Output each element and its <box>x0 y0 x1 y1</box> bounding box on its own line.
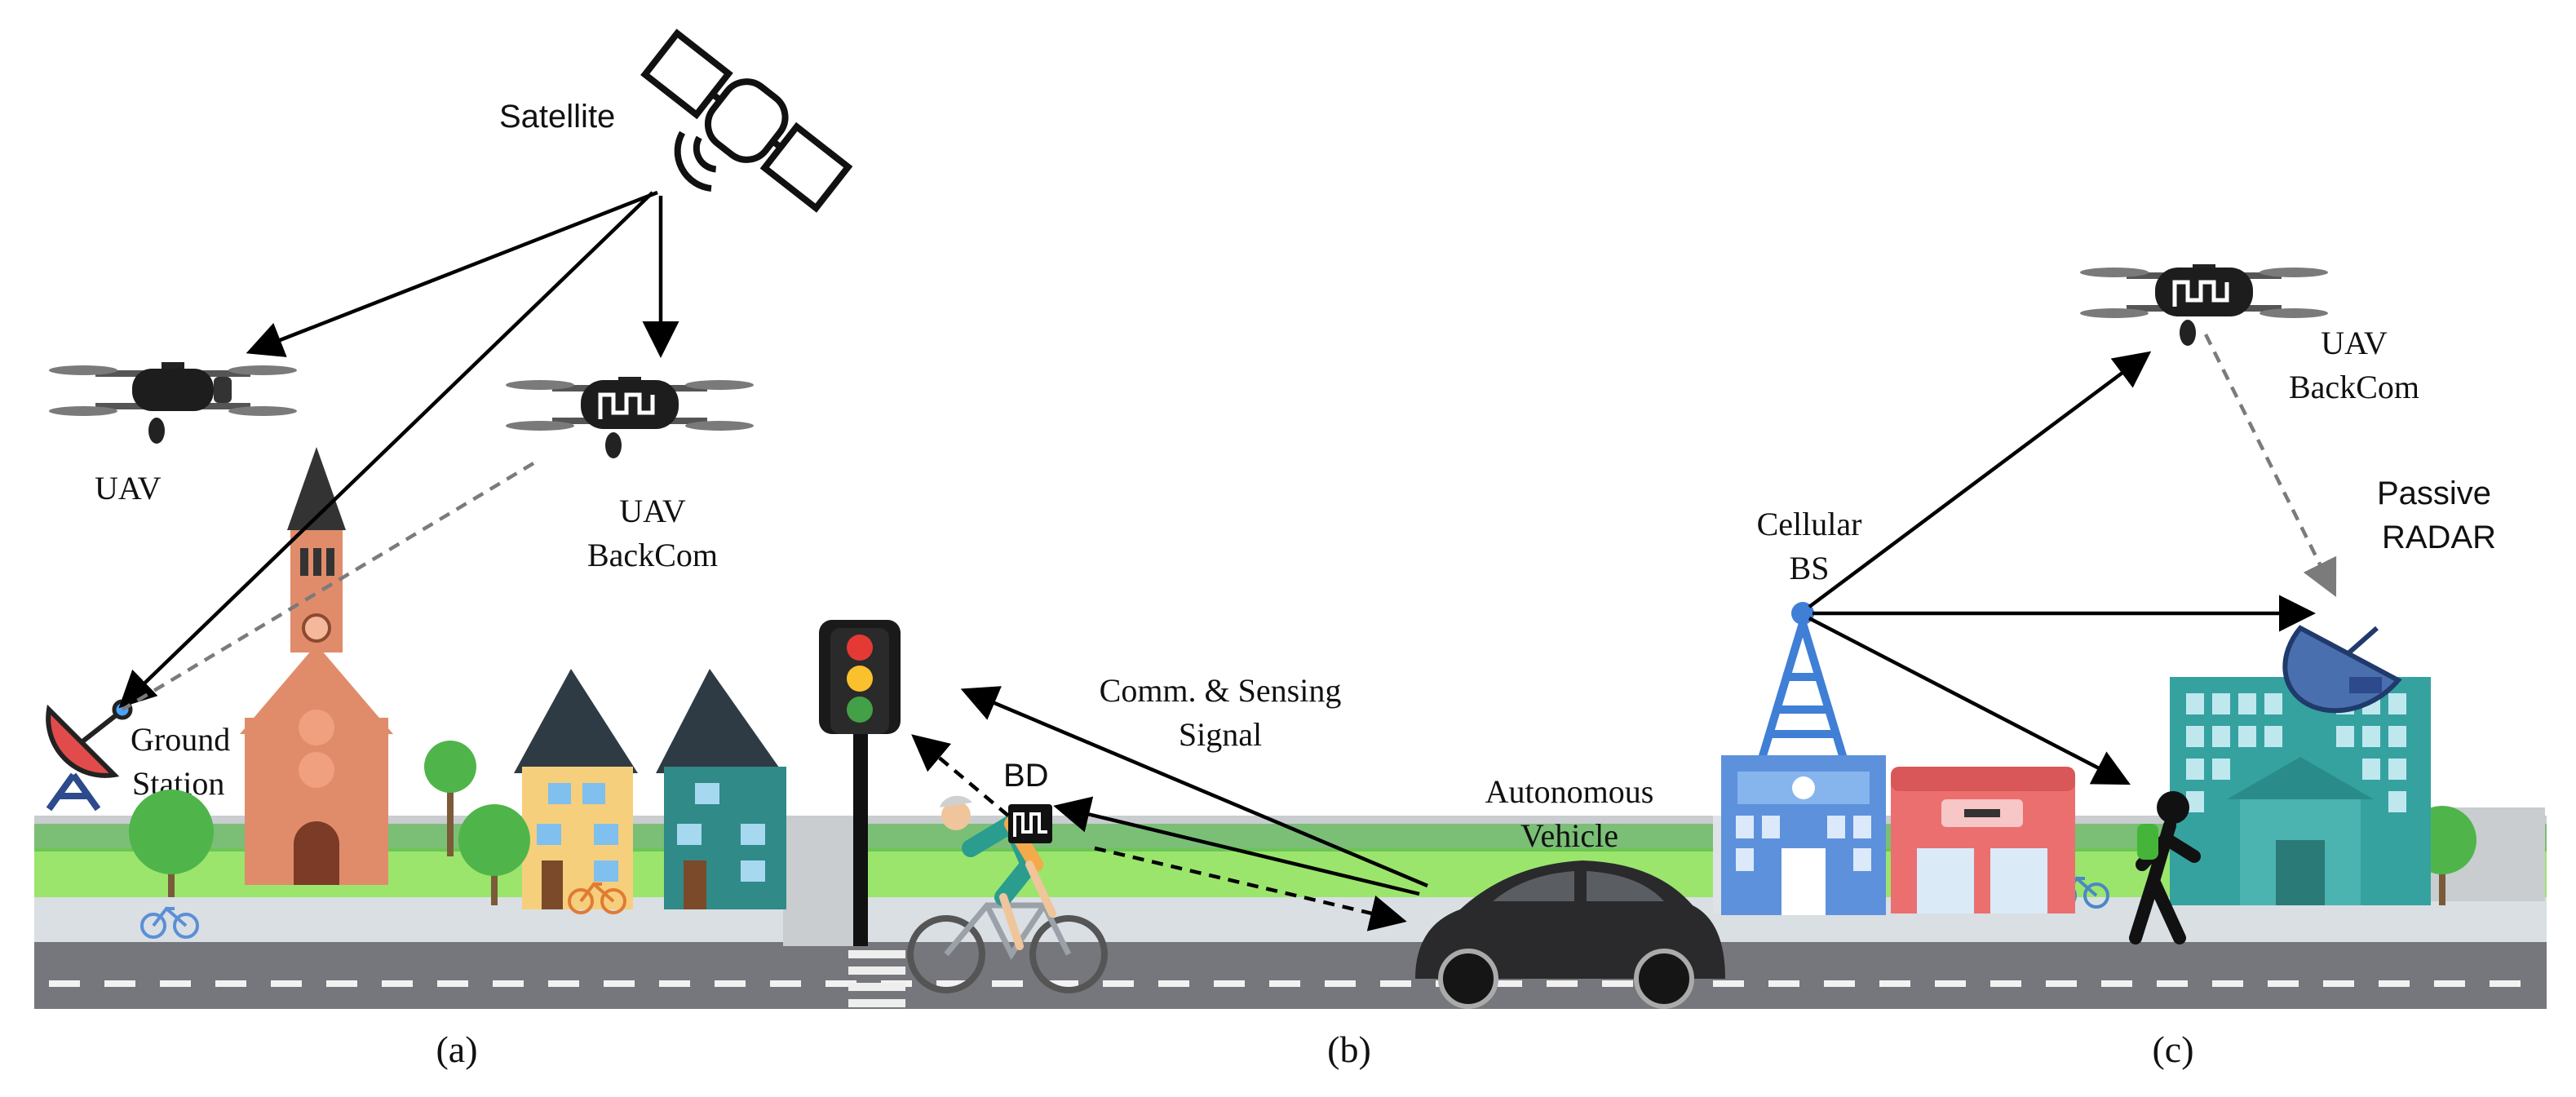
office-building <box>2170 677 2431 905</box>
cellular-bs-label-2: BS <box>1790 550 1830 586</box>
traffic-light-icon <box>819 620 901 946</box>
arrow-bs-to-uav-backcom <box>1808 351 2152 608</box>
yellow-house <box>514 669 638 909</box>
ground-station-label-1: Ground <box>131 721 230 758</box>
dashed-uav-backcom-to-ground-station <box>121 462 535 711</box>
autonomous-vehicle-icon <box>1415 860 1725 1009</box>
uav-backcom-right-icon <box>2080 264 2328 346</box>
arrow-satellite-to-ground-station <box>118 191 654 709</box>
autonomous-vehicle-label-2: Vehicle <box>1520 817 1618 854</box>
comm-signal-label-1: Comm. & Sensing <box>1100 672 1342 709</box>
uav-backcom-left-icon <box>506 377 754 458</box>
shop-building <box>1891 767 2075 913</box>
cyclist-icon <box>907 795 1108 993</box>
cellular-base-station-icon <box>1721 602 1886 915</box>
passive-radar-icon <box>2282 625 2402 714</box>
uav-backcom-right-label-2: BackCom <box>2289 369 2419 405</box>
pedestrian-icon <box>2129 791 2201 944</box>
bd-label: BD <box>1003 758 1049 794</box>
comm-signal-label-2: Signal <box>1179 716 1262 753</box>
dashed-uav-backcom-to-radar <box>2203 333 2337 598</box>
passive-radar-label-1: Passive <box>2377 476 2491 511</box>
arrow-vehicle-to-traffic-light <box>960 686 1428 888</box>
caption-c: (c) <box>2152 1028 2193 1070</box>
satellite-icon <box>640 29 853 213</box>
trees <box>129 741 2476 905</box>
uav-left-label: UAV <box>95 470 162 506</box>
dashed-bd-to-vehicle <box>1094 846 1407 931</box>
backscatter-device-icon <box>1008 804 1052 843</box>
ground-station-icon <box>46 699 133 812</box>
arrow-bs-to-pedestrian <box>1808 617 2131 785</box>
reflection-arrows <box>121 333 2337 931</box>
satellite-label: Satellite <box>499 99 615 135</box>
uav-backcom-left-label-2: BackCom <box>587 537 718 573</box>
teal-house <box>656 669 786 909</box>
caption-b: (b) <box>1327 1028 1371 1070</box>
arrow-vehicle-to-bd <box>1053 796 1420 896</box>
cellular-bs-label-1: Cellular <box>1757 506 1862 542</box>
dashed-bd-to-traffic-light <box>911 734 1010 817</box>
caption-a: (a) <box>436 1028 477 1070</box>
parked-bicycle-2 <box>568 882 626 914</box>
parked-bicycle-1 <box>140 906 199 939</box>
church-building <box>240 447 393 885</box>
arrow-satellite-to-uav <box>246 190 658 357</box>
autonomous-vehicle-label-1: Autonomous <box>1485 773 1654 810</box>
signal-arrows <box>118 190 2316 896</box>
passive-radar-label-2: RADAR <box>2382 520 2496 555</box>
uav-backcom-right-label-1: UAV <box>2321 325 2388 361</box>
uav-left-icon <box>49 362 297 444</box>
road <box>34 942 2547 1009</box>
uav-backcom-left-label-1: UAV <box>619 493 686 529</box>
